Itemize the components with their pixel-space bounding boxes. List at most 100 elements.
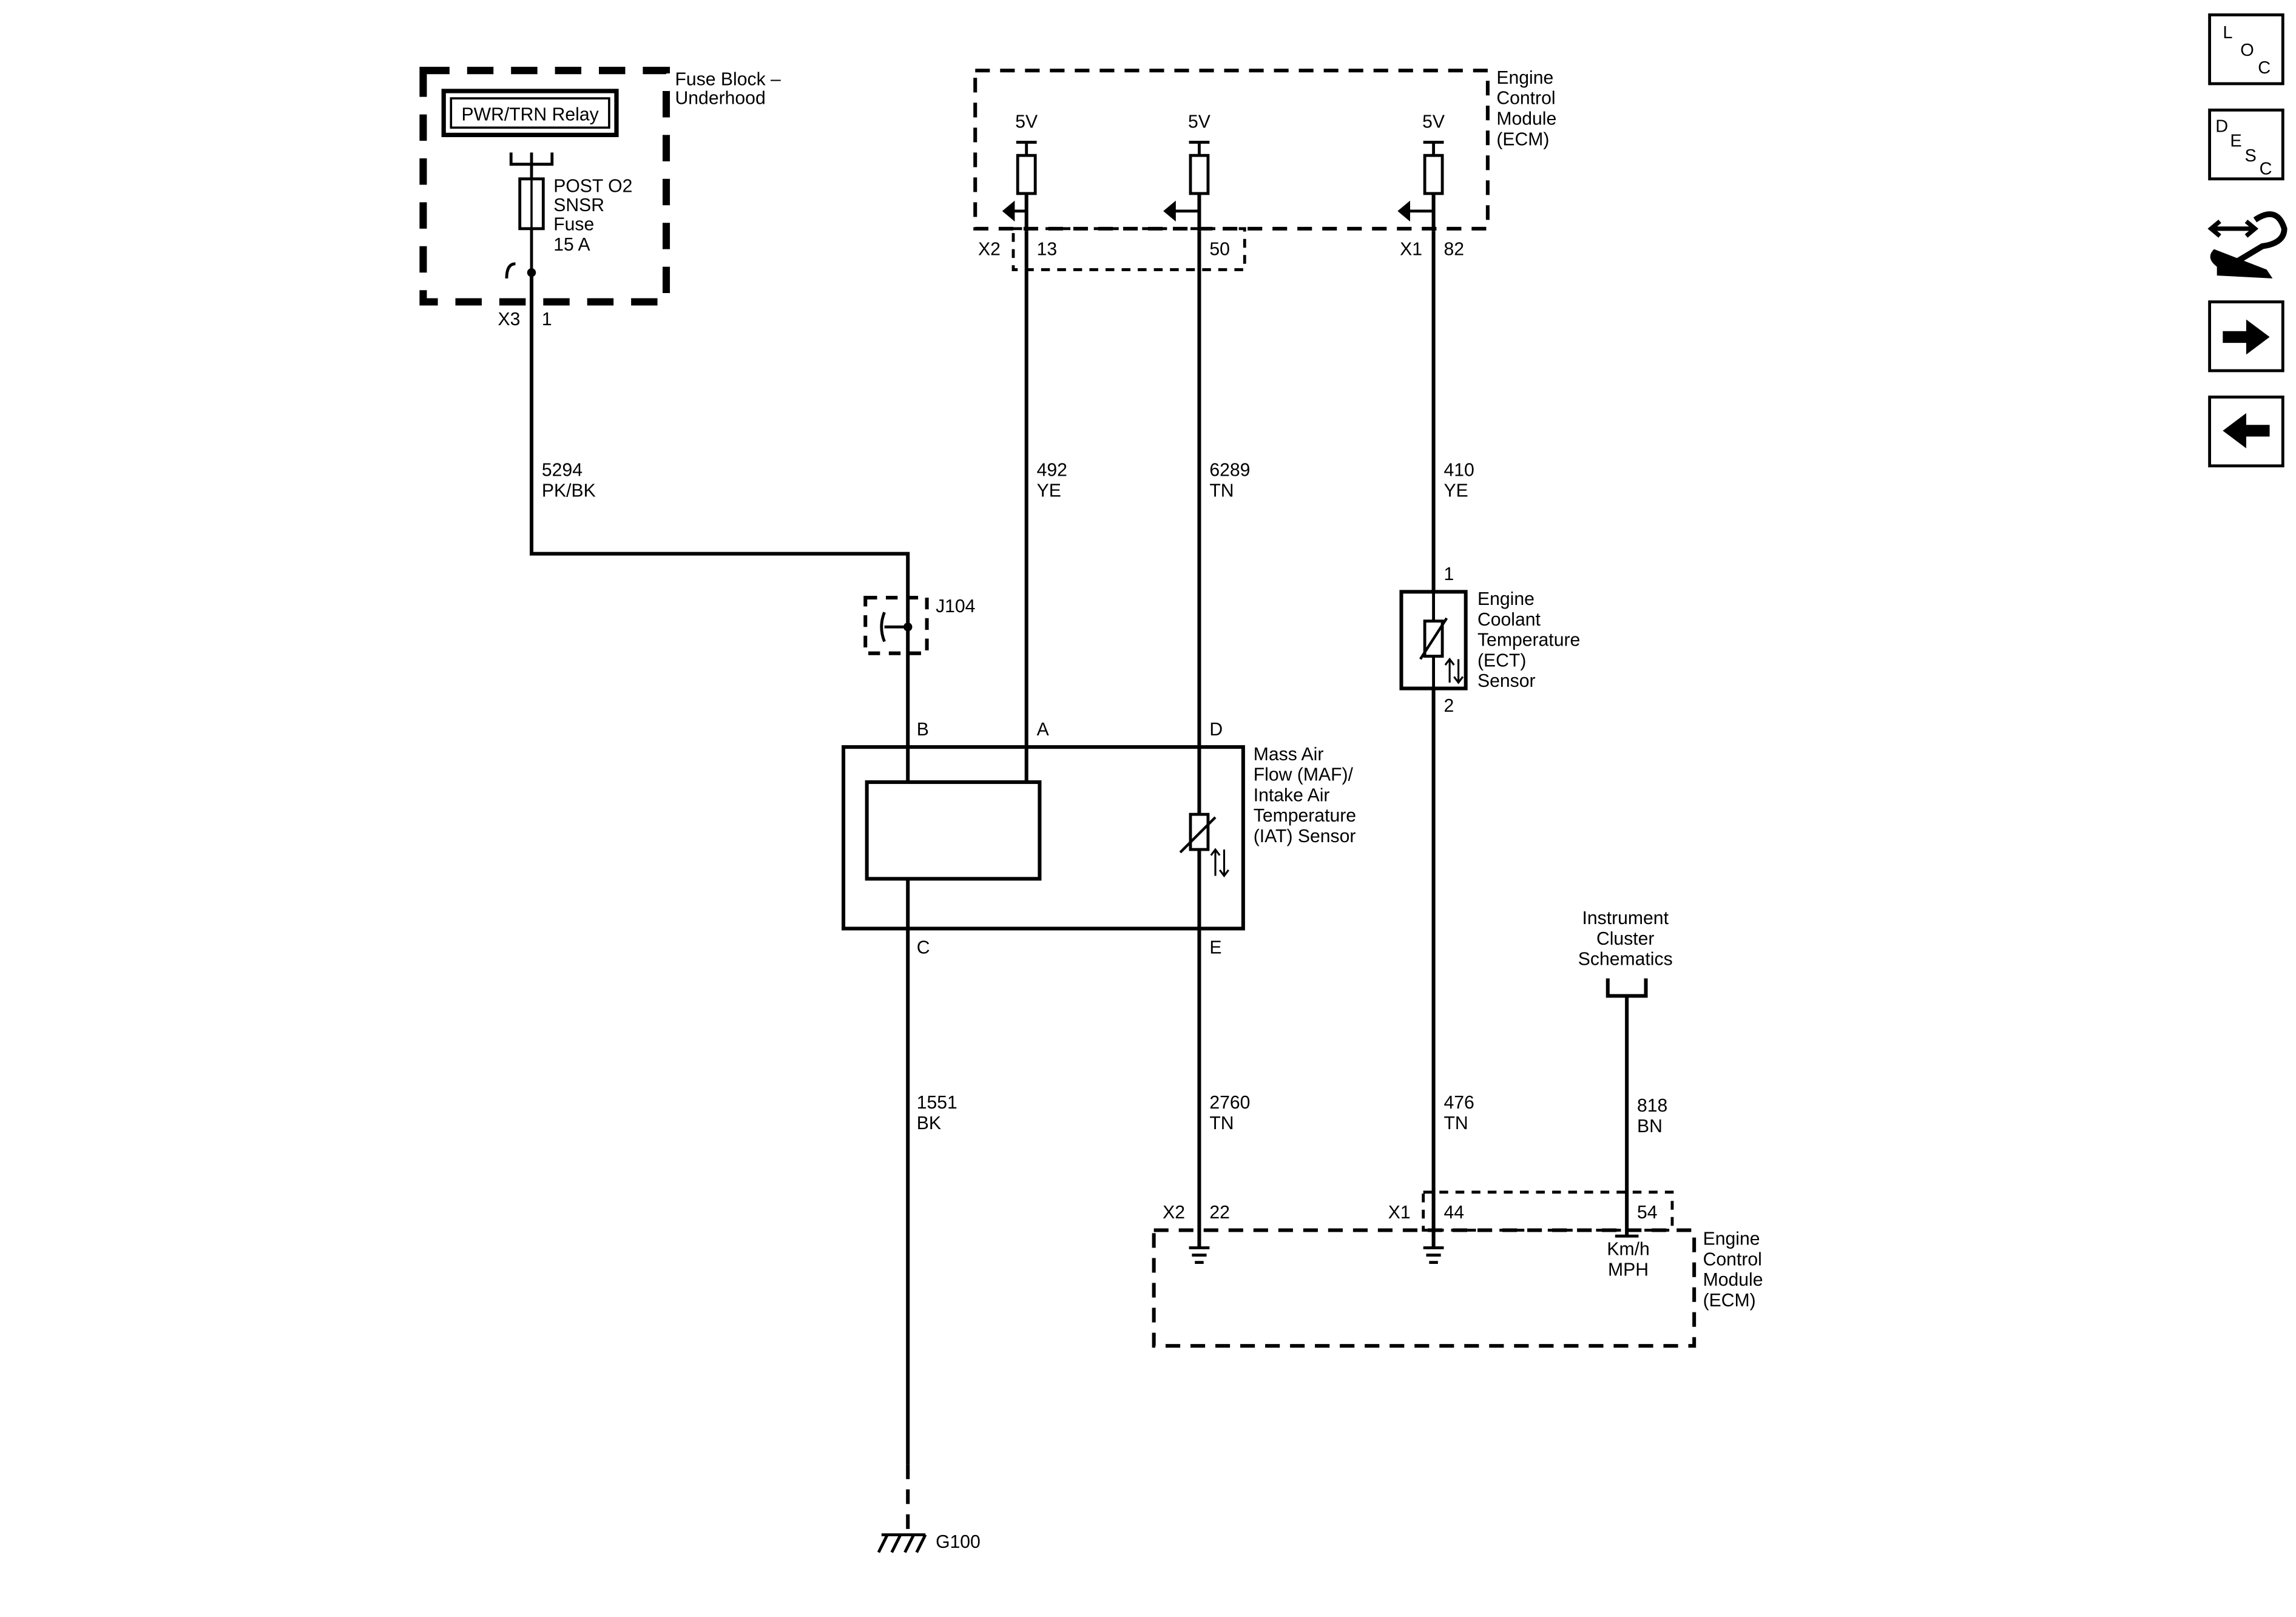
ect-pin-2: 2 [1443, 696, 1454, 716]
ecm-top-pin-82: 82 [1443, 239, 1464, 259]
fuse-label-2: SNSR [553, 195, 604, 215]
wire-492-color: YE [1037, 481, 1061, 501]
maf-title-5: (IAT) Sensor [1254, 826, 1356, 846]
wire-1551-number: 1551 [917, 1093, 957, 1113]
wire-5294-number: 5294 [542, 461, 582, 481]
ground-label: G100 [936, 1532, 981, 1552]
svg-text:L: L [2223, 23, 2232, 42]
ect-title-4: (ECT) [1477, 650, 1526, 670]
wire-5294-color: PK/BK [542, 481, 596, 501]
wire-1551-color: BK [917, 1113, 941, 1133]
maf-pin-b: B [917, 720, 929, 740]
relay-box-outer [441, 89, 619, 138]
cluster-label-2: Cluster [1596, 929, 1655, 949]
ecm-5v-ref-2: 5V [1163, 112, 1210, 232]
ecm-top-connector-left: X2 [978, 239, 1001, 259]
ground-icon [877, 1533, 927, 1553]
ecm-bottom-outline [1152, 1228, 1697, 1348]
relay-box-inner [450, 97, 610, 129]
ecm-top-pin-13: 13 [1037, 239, 1058, 259]
ecm-bottom-title-2: Control [1703, 1249, 1762, 1269]
ecm-bottom-title-1: Engine [1703, 1229, 1760, 1249]
ecm-bottom-ground-1 [1189, 1246, 1210, 1264]
ect-pin-1: 1 [1443, 564, 1454, 584]
svg-text:5V: 5V [1188, 112, 1210, 132]
wire-410-color: YE [1443, 481, 1468, 501]
maf-title-4: Temperature [1254, 806, 1356, 826]
svg-text:E: E [2230, 132, 2241, 151]
speed-label-2: MPH [1608, 1260, 1649, 1280]
wire-2760-color: TN [1209, 1113, 1234, 1133]
iat-thermistor-icon [1179, 812, 1229, 878]
maf-pin-a: A [1037, 720, 1050, 740]
maf-element [865, 780, 1042, 881]
desc-button[interactable]: D E S C [2208, 108, 2284, 181]
maf-sensor-box [842, 745, 1245, 931]
wire-492-number: 492 [1037, 461, 1067, 481]
splice-j104-outline [863, 595, 929, 655]
fuse-block-title-2: Underhood [675, 89, 766, 109]
loc-button[interactable]: L O C [2208, 13, 2284, 86]
ecm-top-outline [973, 69, 1490, 231]
ecm-bottom-connector-left: X2 [1163, 1203, 1185, 1223]
ecm-bottom-title-3: Module [1703, 1270, 1763, 1290]
wire-5294 [529, 272, 910, 598]
svg-text:O: O [2240, 41, 2254, 60]
cluster-label-1: Instrument [1582, 908, 1669, 928]
ecm-bottom-pin-22: 22 [1209, 1203, 1230, 1223]
ecm-top-title-1: Engine [1496, 68, 1553, 88]
svg-text:S: S [2245, 146, 2257, 166]
wire-6289-color: TN [1209, 481, 1234, 501]
svg-text:C: C [2258, 58, 2271, 78]
speed-label-1: Km/h [1607, 1240, 1649, 1260]
ecm-bottom-pin-54: 54 [1637, 1203, 1658, 1223]
ect-thermistor-icon [1419, 592, 1464, 689]
wire-818 [1606, 978, 1648, 1237]
ecm-top-connector-x2 [1011, 227, 1246, 271]
arrow-left-icon[interactable] [2208, 395, 2284, 468]
svg-text:D: D [2215, 117, 2228, 137]
ect-title-3: Temperature [1477, 630, 1580, 650]
ecm-top-title-4: (ECM) [1496, 129, 1549, 149]
ecm-5v-ref-3: 5V [1397, 112, 1445, 232]
cluster-label-3: Schematics [1578, 950, 1673, 970]
ecm-bottom-pin-44: 44 [1443, 1203, 1464, 1223]
fuse-block-outline [419, 67, 670, 306]
wire-2760-number: 2760 [1209, 1093, 1250, 1113]
arrow-right-icon[interactable] [2208, 300, 2284, 373]
relay-label: PWR/TRN Relay [462, 104, 599, 124]
ecm-5v-ref-1: 5V [1002, 112, 1038, 232]
maf-pin-d: D [1209, 720, 1223, 740]
fuse-label-4: 15 A [553, 235, 590, 255]
ecm-top-pin-50: 50 [1209, 239, 1230, 259]
maf-pin-e: E [1209, 937, 1221, 957]
wire-6289-number: 6289 [1209, 461, 1250, 481]
wire-410-number: 410 [1443, 461, 1474, 481]
wire-818-number: 818 [1637, 1096, 1667, 1116]
fuse-connector: X3 [498, 309, 521, 329]
ecm-top-title-3: Module [1496, 109, 1556, 129]
splice-label: J104 [936, 596, 975, 616]
fuse-label-1: POST O2 [553, 177, 632, 197]
fuse-pin: 1 [542, 309, 552, 329]
maf-title-1: Mass Air [1254, 744, 1324, 765]
maf-title-2: Flow (MAF)/ [1254, 765, 1354, 785]
ecm-top-connector-right: X1 [1400, 239, 1422, 259]
ect-title-2: Coolant [1477, 610, 1541, 630]
fuse-label-3: Fuse [553, 214, 594, 234]
ecm-bottom-ground-2 [1423, 1246, 1444, 1264]
wire-476-color: TN [1443, 1113, 1468, 1133]
ecm-bottom-connector-right: X1 [1388, 1203, 1411, 1223]
ecm-top-title-2: Control [1496, 89, 1555, 109]
connector-tool-icon[interactable] [2207, 211, 2288, 279]
relay-contact [509, 152, 554, 179]
maf-pin-c: C [917, 937, 930, 957]
svg-text:5V: 5V [1015, 112, 1038, 132]
wire-476-number: 476 [1443, 1093, 1474, 1113]
svg-text:5V: 5V [1422, 112, 1445, 132]
ect-title-5: Sensor [1477, 671, 1536, 691]
wire-818-color: BN [1637, 1116, 1663, 1136]
maf-title-3: Intake Air [1254, 785, 1330, 805]
ecm-bottom-title-4: (ECM) [1703, 1291, 1756, 1311]
